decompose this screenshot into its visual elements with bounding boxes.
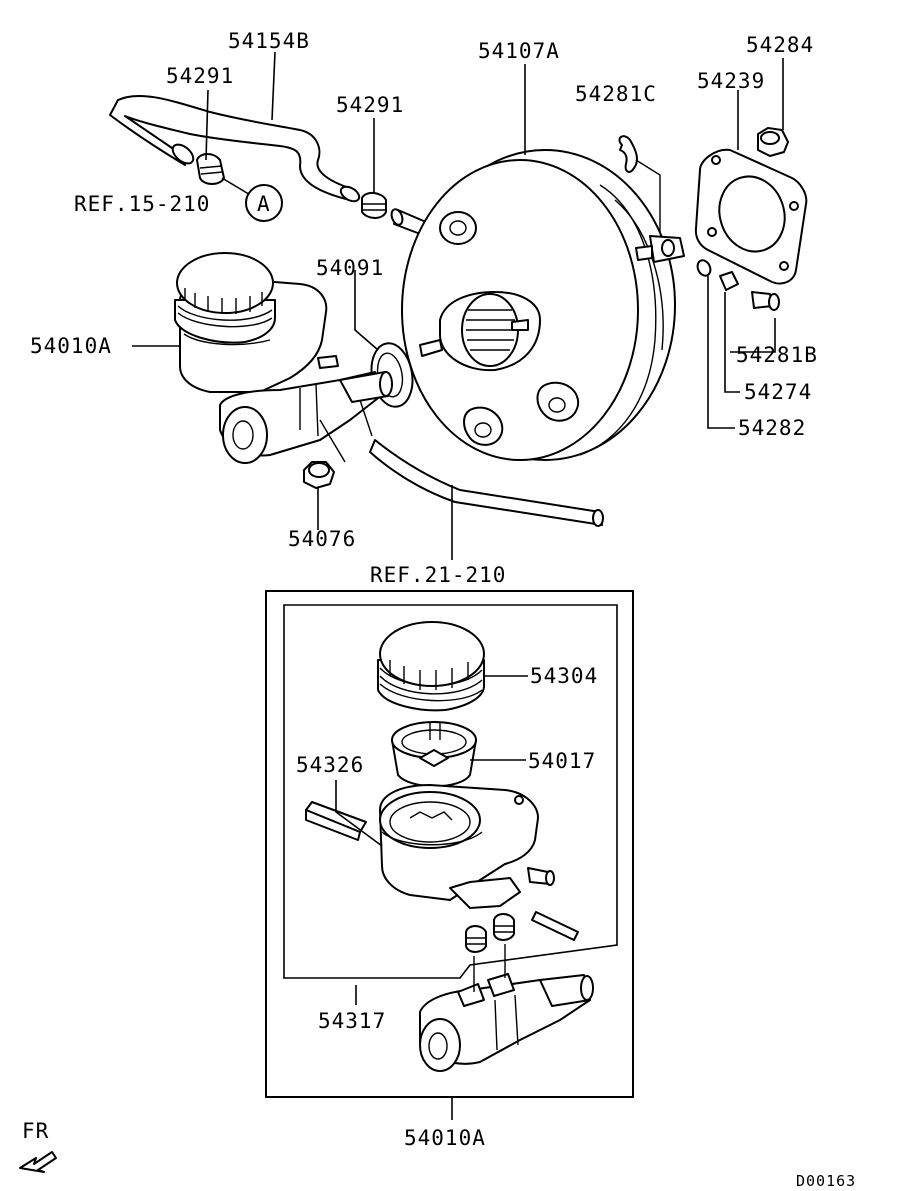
- ring: [696, 259, 712, 277]
- label-hose-upper: 54154B: [228, 29, 310, 53]
- label-drawing-code: D00163: [796, 1172, 856, 1187]
- label-ref-vacuum: REF.15-210: [74, 192, 210, 216]
- label-nut-top: 54284: [746, 33, 814, 57]
- label-washer: 54274: [744, 380, 812, 404]
- label-ring: 54282: [738, 416, 806, 440]
- vacuum-hose-upper: [109, 94, 361, 203]
- assembly-outer-frame: [265, 590, 634, 1098]
- label-seal: 54091: [316, 256, 384, 280]
- clevis-pin: [751, 291, 780, 311]
- brake-booster: [401, 149, 685, 461]
- front-arrow-icon: [19, 1151, 57, 1173]
- label-grommet-kit: 54317: [318, 1009, 386, 1033]
- clip-leader: [635, 159, 661, 232]
- seal-to-hose-leader: [359, 399, 373, 437]
- label-clevis-pin-clip: 54281C: [575, 82, 657, 106]
- master-cylinder-body-detail: [419, 973, 594, 1072]
- hose-clamp-left: [196, 153, 225, 185]
- label-reservoir-cap: 54304: [530, 664, 598, 688]
- label-gasket: 54239: [697, 69, 765, 93]
- nut-leader-dashed: [319, 419, 346, 463]
- flange-nut-bottom: [303, 461, 335, 489]
- label-clamp-right: 54291: [336, 93, 404, 117]
- label-front: FR: [22, 1119, 49, 1143]
- label-ref-brake-line: REF.21-210: [370, 563, 506, 587]
- gasket: [694, 148, 808, 285]
- washer: [719, 271, 739, 291]
- retaining-pin-detail: [531, 911, 579, 941]
- master-cylinder-upper: [174, 252, 393, 464]
- reservoir-body-detail: [379, 784, 555, 909]
- label-pin: 54326: [296, 753, 364, 777]
- grommets-detail: [465, 913, 515, 953]
- leader-lines-upper: [132, 51, 784, 560]
- flange-nut-top: [757, 127, 789, 157]
- reservoir-cap-detail: [377, 621, 485, 712]
- strainer-detail: [391, 721, 477, 788]
- label-master-cylinder: 54010A: [30, 334, 112, 358]
- label-clamp-left: 54291: [166, 64, 234, 88]
- label-ref-marker: A: [257, 192, 271, 216]
- ref-marker-circle: [245, 184, 283, 222]
- label-nut-bottom: 54076: [288, 527, 356, 551]
- hose-clamp-right: [361, 192, 387, 219]
- label-clevis-pin: 54281B: [736, 343, 818, 367]
- clevis-pin-clip: [618, 135, 638, 173]
- reservoir-pin-detail: [305, 801, 367, 841]
- assembly-inner-frame: [283, 604, 618, 979]
- leader-lines-lower: [335, 675, 528, 1120]
- label-strainer: 54017: [528, 749, 596, 773]
- label-booster: 54107A: [478, 39, 560, 63]
- label-master-cylinder-assy: 54010A: [404, 1126, 486, 1150]
- brake-line-hose: [369, 439, 604, 527]
